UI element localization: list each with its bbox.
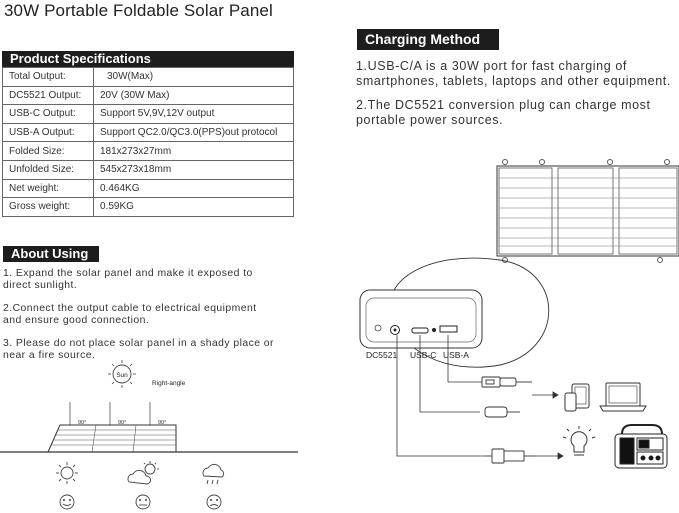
right-angle-label: Right-angle <box>152 380 186 387</box>
charging-item-1: 1.USB-C/A is a 30W port for fast chargin… <box>356 59 671 89</box>
junction-box <box>359 289 483 349</box>
spec-value: 0.464KG <box>93 178 294 199</box>
neutral-face-icon <box>135 494 151 510</box>
panel-usage-illustration: Sun Right-angle 90° 90° 90° <box>0 360 298 510</box>
about-item-1: 1. Expand the solar panel and make it ex… <box>3 268 253 292</box>
spec-value: 0.59KG <box>93 197 294 217</box>
phone-icon <box>564 392 577 412</box>
about-item-2: 2.Connect the output cable to electrical… <box>3 303 257 327</box>
about-text-line: 1. Expand the solar panel and make it ex… <box>3 268 253 279</box>
table-row: USB-A Output:Support QC2.0/QC3.0(PPS)out… <box>2 122 294 143</box>
table-row: Folded Size:181x273x27mm <box>2 141 294 161</box>
led-indicator-icon <box>432 328 436 332</box>
sun-icon <box>108 360 136 388</box>
spec-label: DC5521 Output: <box>2 85 94 106</box>
table-row: DC5521 Output:20V (30W Max) <box>2 85 294 106</box>
spec-label: Folded Size: <box>2 141 94 161</box>
charging-header: Charging Method <box>357 29 499 50</box>
solar-panel-unfolded <box>496 159 679 263</box>
charging-text-line: 2.The DC5521 conversion plug can charge … <box>356 98 651 112</box>
about-text-line: and ensure good connection. <box>3 315 150 326</box>
usb-c-label: USB-C <box>410 350 436 360</box>
usb-a-label: USB-A <box>443 350 469 360</box>
usb-c-cable-icon <box>484 406 520 418</box>
usb-c-port-icon <box>411 327 429 334</box>
power-station-icon <box>614 424 668 469</box>
charging-text-line: 1.USB-C/A is a 30W port for fast chargin… <box>356 59 627 73</box>
zoom-callout <box>389 257 549 368</box>
angle-label: 90° <box>158 420 166 426</box>
spec-label: Net weight: <box>2 178 94 199</box>
about-text-line: direct sunlight. <box>3 280 78 291</box>
sunny-icon <box>56 462 78 484</box>
spec-value: 545x273x18mm <box>93 159 294 180</box>
spec-value: Support 5V,9V,12V output <box>93 104 294 124</box>
spec-value: 30W(Max) <box>93 67 294 87</box>
spec-label: USB-A Output: <box>2 122 94 143</box>
spec-header: Product Specifications <box>2 51 294 67</box>
spec-value: Support QC2.0/QC3.0(PPS)out protocol <box>93 122 294 143</box>
light-bulb-icon <box>562 426 596 456</box>
spec-label: Unfolded Size: <box>2 159 94 180</box>
about-text-line: 3. Please do not place solar panel in a … <box>3 338 274 349</box>
usb-a-port-icon <box>439 325 458 333</box>
table-row: Gross weight:0.59KG <box>2 197 294 217</box>
dc5521-label: DC5521 <box>366 350 397 360</box>
dc-cable-icon <box>485 448 536 464</box>
spec-label: Total Output: <box>2 67 94 87</box>
happy-face-icon <box>59 494 75 510</box>
spec-table: Total Output:30W(Max) DC5521 Output:20V … <box>2 67 294 217</box>
spec-label: Gross weight: <box>2 197 94 217</box>
spec-label: USB-C Output: <box>2 104 94 124</box>
about-header: About Using <box>3 246 99 262</box>
spec-value: 20V (30W Max) <box>93 85 294 106</box>
rain-icon <box>202 464 225 485</box>
about-text-line: near a fire source. <box>3 350 96 361</box>
angle-label: 90° <box>118 420 126 426</box>
charging-diagram: DC5521 USB-C USB-A <box>359 159 679 469</box>
usb-a-cable-icon <box>481 376 532 388</box>
screw-icon <box>374 324 382 332</box>
charging-text-line: smartphones, tablets, laptops and other … <box>356 74 671 88</box>
page-title: 30W Portable Foldable Solar Panel <box>4 1 273 20</box>
about-text-line: 2.Connect the output cable to electrical… <box>3 303 257 314</box>
sun-label: Sun <box>116 372 128 379</box>
table-row: Total Output:30W(Max) <box>2 67 294 87</box>
about-item-3: 3. Please do not place solar panel in a … <box>3 338 274 362</box>
sad-face-icon <box>206 494 222 510</box>
partly-cloudy-icon <box>127 461 159 485</box>
solar-panel-tilted <box>47 424 177 453</box>
dc5521-port-icon <box>390 325 400 335</box>
table-row: Unfolded Size:545x273x18mm <box>2 159 294 180</box>
table-row: USB-C Output:Support 5V,9V,12V output <box>2 104 294 124</box>
charging-item-2: 2.The DC5521 conversion plug can charge … <box>356 98 651 128</box>
table-row: Net weight:0.464KG <box>2 178 294 199</box>
spec-value: 181x273x27mm <box>93 141 294 161</box>
charging-text-line: portable power sources. <box>356 113 504 127</box>
laptop-icon <box>599 382 647 412</box>
angle-label: 90° <box>78 420 86 426</box>
